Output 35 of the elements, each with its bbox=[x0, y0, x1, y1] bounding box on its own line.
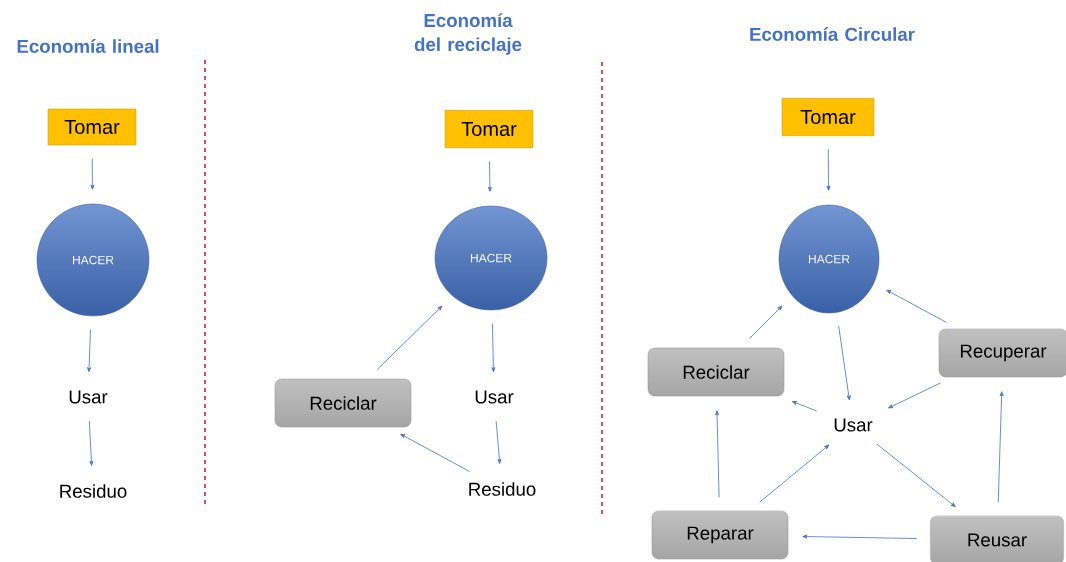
step-text: Residuo bbox=[469, 482, 536, 496]
arrow bbox=[802, 534, 918, 539]
process-box: Reciclar bbox=[274, 378, 412, 428]
step-text: Residuo bbox=[60, 484, 127, 498]
step-text: Usar bbox=[475, 390, 514, 404]
process-box: Reparar bbox=[651, 510, 789, 560]
arrow bbox=[376, 305, 443, 370]
step-text: Usar bbox=[69, 390, 108, 404]
process-box: Reciclar bbox=[647, 347, 785, 397]
process-box: Reusar bbox=[930, 515, 1064, 562]
panel-title: Economía lineal bbox=[17, 39, 159, 53]
arrow bbox=[487, 160, 492, 192]
process-box: Recuperar bbox=[938, 328, 1066, 378]
arrow bbox=[749, 305, 783, 339]
take-box: Tomar bbox=[781, 98, 875, 136]
arrow bbox=[791, 401, 817, 412]
arrow bbox=[886, 289, 947, 323]
take-box: Tomar bbox=[47, 108, 137, 146]
arrow bbox=[495, 420, 502, 464]
panel-title: Economía Circular bbox=[750, 27, 915, 41]
arrow bbox=[90, 158, 95, 190]
arrow bbox=[87, 329, 92, 373]
arrow bbox=[876, 443, 956, 508]
arrow bbox=[759, 444, 830, 503]
arrow bbox=[838, 325, 851, 401]
arrow bbox=[491, 323, 496, 373]
arrow bbox=[88, 420, 94, 466]
arrow bbox=[997, 391, 1004, 503]
arrow bbox=[715, 410, 720, 498]
arrow bbox=[400, 433, 471, 472]
panel-title: Economía del reciclaje bbox=[414, 13, 522, 55]
take-box: Tomar bbox=[444, 110, 534, 148]
step-text: Usar bbox=[834, 418, 873, 432]
arrow bbox=[888, 382, 941, 409]
arrow bbox=[826, 148, 831, 191]
